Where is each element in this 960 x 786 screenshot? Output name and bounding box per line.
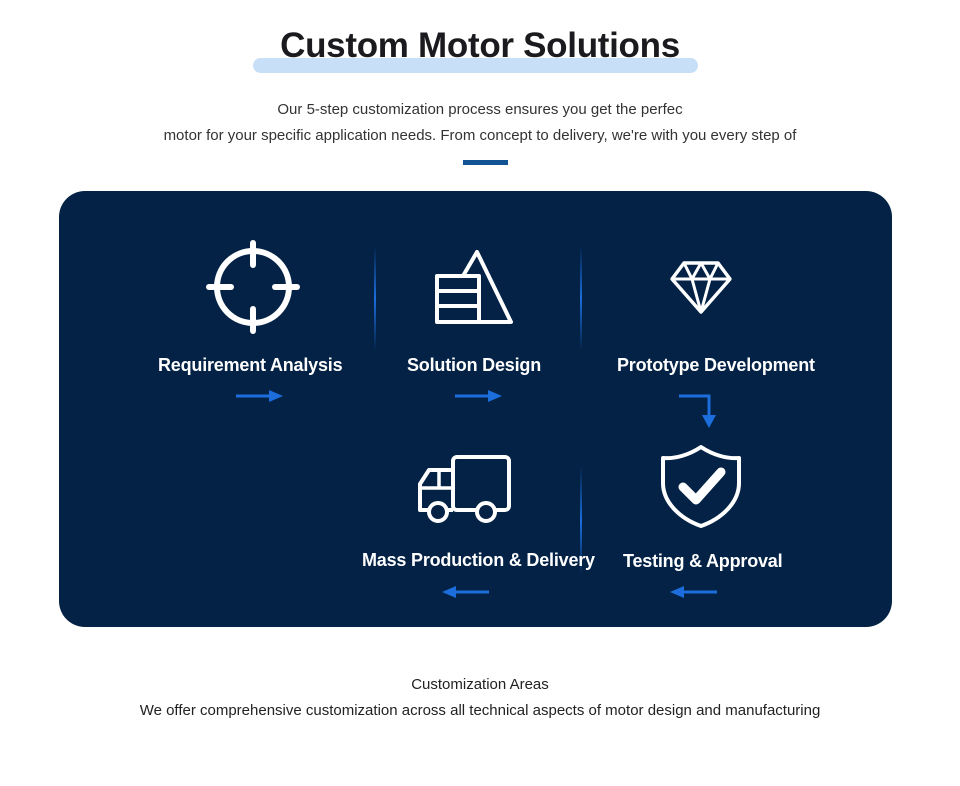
page-title: Custom Motor Solutions (280, 26, 680, 65)
step-label-prototype-development: Prototype Development (617, 355, 815, 375)
divider-line (374, 246, 376, 351)
arrow-left-icon (442, 586, 489, 598)
arrow-right-icon (236, 390, 283, 402)
title-area: Custom Motor Solutions (0, 26, 960, 73)
accent-divider (463, 160, 508, 165)
diamond-icon (670, 261, 732, 314)
divider-line (580, 466, 582, 576)
step-mass-production-delivery (417, 453, 513, 523)
step-prototype-development (668, 259, 734, 315)
step-label-requirement-analysis: Requirement Analysis (158, 355, 343, 375)
arrow-down-icon (679, 394, 716, 428)
step-label-mass-production-delivery: Mass Production & Delivery (362, 550, 595, 570)
divider-line (580, 246, 582, 351)
intro-text: Our 5-step customization process ensures… (0, 97, 960, 149)
section-title: Customization Areas (411, 676, 549, 693)
truck-icon (418, 455, 511, 523)
title-highlight (253, 58, 698, 73)
arrow-left-icon (670, 586, 717, 598)
step-label-solution-design: Solution Design (407, 355, 541, 375)
intro-line-1: Our 5-step customization process ensures… (277, 101, 683, 118)
section-description: We offer comprehensive customization acr… (139, 702, 821, 719)
step-label-testing-approval: Testing & Approval (623, 551, 783, 571)
process-panel: Requirement Analysis Solution Design Pro… (59, 191, 892, 627)
design-pyramid-icon (435, 250, 513, 324)
step-solution-design (433, 248, 515, 326)
intro-line-2: motor for your specific application need… (163, 127, 797, 144)
step-requirement-analysis (205, 239, 301, 335)
step-testing-approval (659, 443, 743, 529)
arrow-right-icon (455, 390, 502, 402)
shield-check-icon (661, 445, 741, 528)
crosshair-icon (206, 240, 300, 334)
